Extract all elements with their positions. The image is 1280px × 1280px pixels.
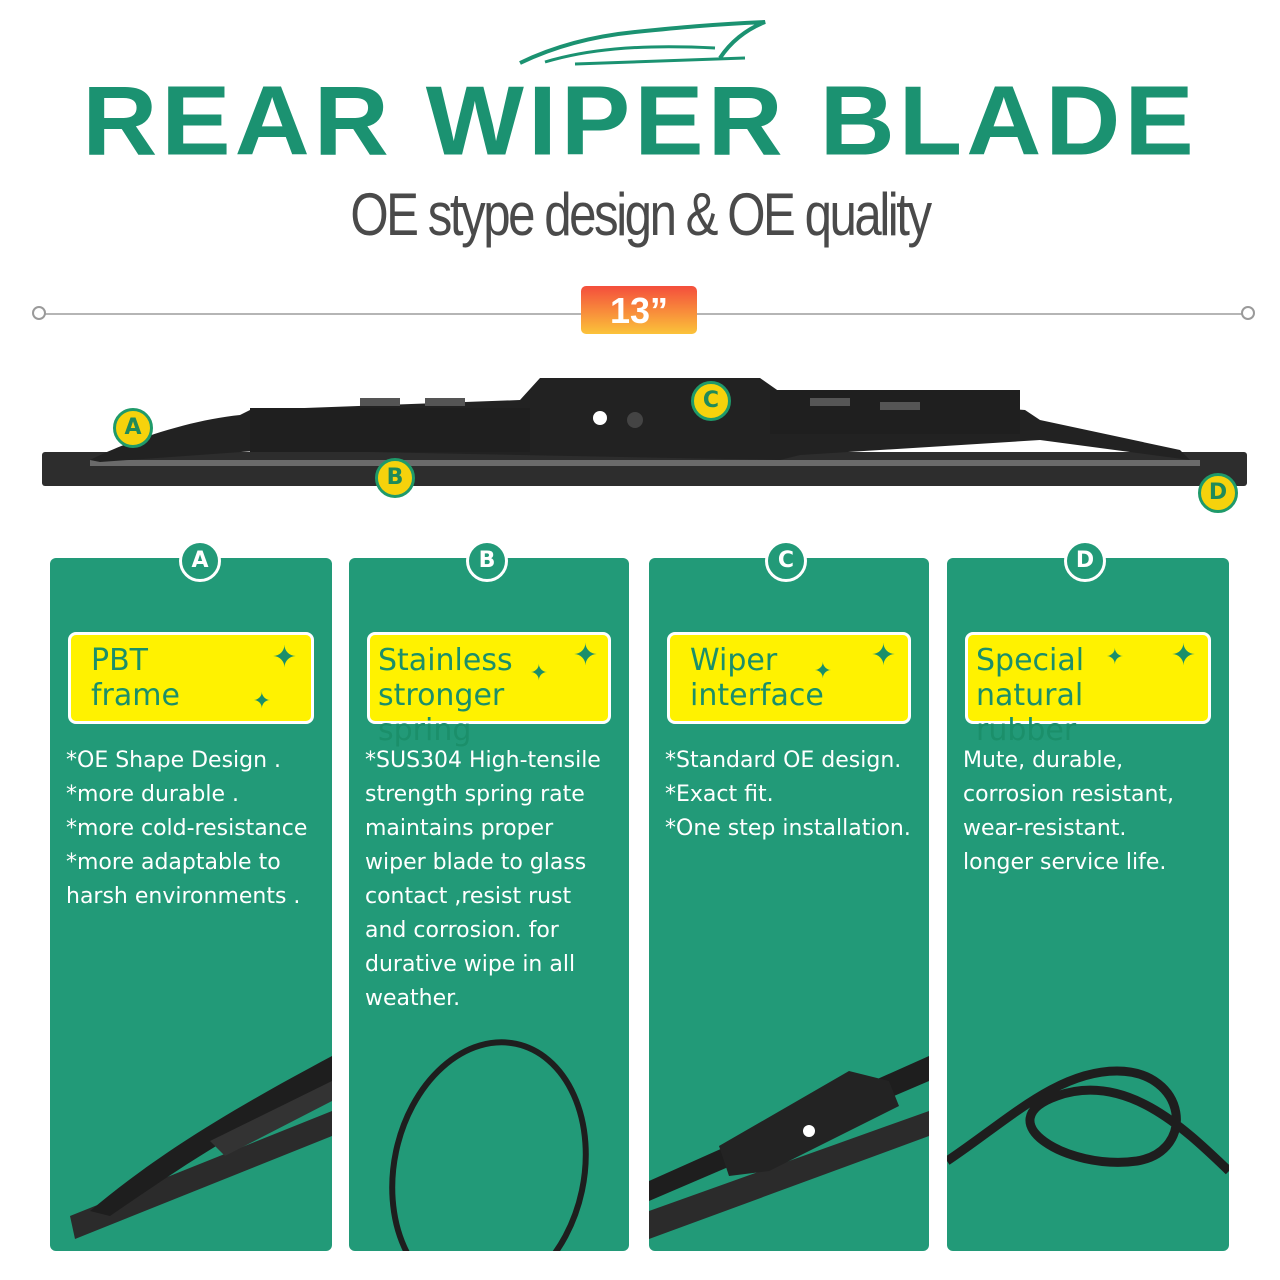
- marker-a: A: [113, 408, 153, 448]
- card-heading: Wiper interface ✦ ✦: [667, 632, 911, 724]
- marker-d: D: [1198, 473, 1238, 513]
- desc-line: *more durable .: [66, 782, 240, 807]
- card-description: *OE Shape Design . *more durable . *more…: [66, 744, 326, 914]
- desc-line: wear-resistant.: [963, 816, 1127, 841]
- desc-line: longer service life.: [963, 850, 1167, 875]
- heading-line: Special: [976, 643, 1085, 678]
- desc-line: durative wipe in all: [365, 952, 576, 977]
- sparkle-icon: ✦: [870, 638, 896, 673]
- card-pbt-frame: PBT frame ✦ ✦ *OE Shape Design . *more d…: [50, 558, 332, 1251]
- ruler-end-left: [32, 306, 46, 320]
- heading-line: PBT: [91, 643, 148, 678]
- size-badge: 13”: [581, 286, 697, 334]
- sparkle-icon: ✦: [529, 661, 548, 686]
- sparkle-icon: ✦: [813, 659, 832, 684]
- page-title: REAR WIPER BLADE: [82, 65, 1198, 177]
- card-heading: Stainless stronger spring ✦ ✦: [367, 632, 611, 748]
- car-logo-icon: [519, 20, 766, 66]
- heading-line: stronger spring: [378, 678, 505, 748]
- desc-line: corrosion resistant,: [963, 782, 1175, 807]
- heading-line: Stainless: [378, 643, 513, 678]
- desc-line: harsh environments .: [66, 884, 301, 909]
- ruler-end-right: [1241, 306, 1255, 320]
- desc-line: *more cold-resistance: [66, 816, 308, 841]
- card-heading: PBT frame ✦ ✦: [68, 632, 314, 724]
- desc-line: *One step installation.: [665, 816, 911, 841]
- sparkle-icon: ✦: [1170, 638, 1196, 673]
- desc-line: contact ,resist rust: [365, 884, 572, 909]
- wiper-blade-image: [42, 378, 1247, 486]
- card-c-badge: C: [765, 540, 807, 582]
- desc-line: wiper blade to glass: [365, 850, 587, 875]
- card-a-badge: A: [179, 540, 221, 582]
- frame-closeup-image: [70, 1056, 332, 1239]
- card-natural-rubber: Special natural rubber ✦ ✦ Mute, durable…: [947, 558, 1229, 1251]
- desc-line: weather.: [365, 986, 461, 1011]
- marker-b: B: [375, 458, 415, 498]
- rubber-strip-image: [947, 1066, 1229, 1175]
- desc-line: Mute, durable,: [963, 748, 1124, 773]
- sparkle-icon: ✦: [271, 640, 297, 675]
- heading-line: frame: [91, 678, 180, 713]
- desc-line: and corrosion. for: [365, 918, 559, 943]
- card-wiper-interface: Wiper interface ✦ ✦ *Standard OE design.…: [649, 558, 929, 1251]
- desc-line: maintains proper: [365, 816, 554, 841]
- marker-c: C: [691, 381, 731, 421]
- desc-line: *Standard OE design.: [665, 748, 902, 773]
- sparkle-icon: ✦: [1105, 645, 1124, 670]
- desc-line: *OE Shape Design .: [66, 748, 282, 773]
- card-b-badge: B: [466, 540, 508, 582]
- card-description: *Standard OE design. *Exact fit. *One st…: [665, 744, 923, 846]
- spring-image: [389, 1039, 589, 1251]
- card-heading: Special natural rubber ✦ ✦: [965, 632, 1211, 748]
- desc-line: *SUS304 High-tensile: [365, 748, 601, 773]
- desc-line: strength spring rate: [365, 782, 585, 807]
- card-description: *SUS304 High-tensile strength spring rat…: [365, 744, 623, 1016]
- heading-line: Wiper: [690, 643, 778, 678]
- desc-line: *more adaptable to: [66, 850, 281, 875]
- sparkle-icon: ✦: [252, 689, 271, 714]
- interface-closeup-image: [649, 1056, 929, 1239]
- sparkle-icon: ✦: [572, 638, 598, 673]
- card-d-badge: D: [1064, 540, 1106, 582]
- card-stainless-spring: Stainless stronger spring ✦ ✦ *SUS304 Hi…: [349, 558, 629, 1251]
- card-description: Mute, durable, corrosion resistant, wear…: [963, 744, 1223, 880]
- page-subtitle: OE stype design & OE quality: [350, 181, 932, 248]
- heading-line: interface: [690, 678, 824, 713]
- desc-line: *Exact fit.: [665, 782, 774, 807]
- heading-line: natural rubber: [976, 678, 1084, 748]
